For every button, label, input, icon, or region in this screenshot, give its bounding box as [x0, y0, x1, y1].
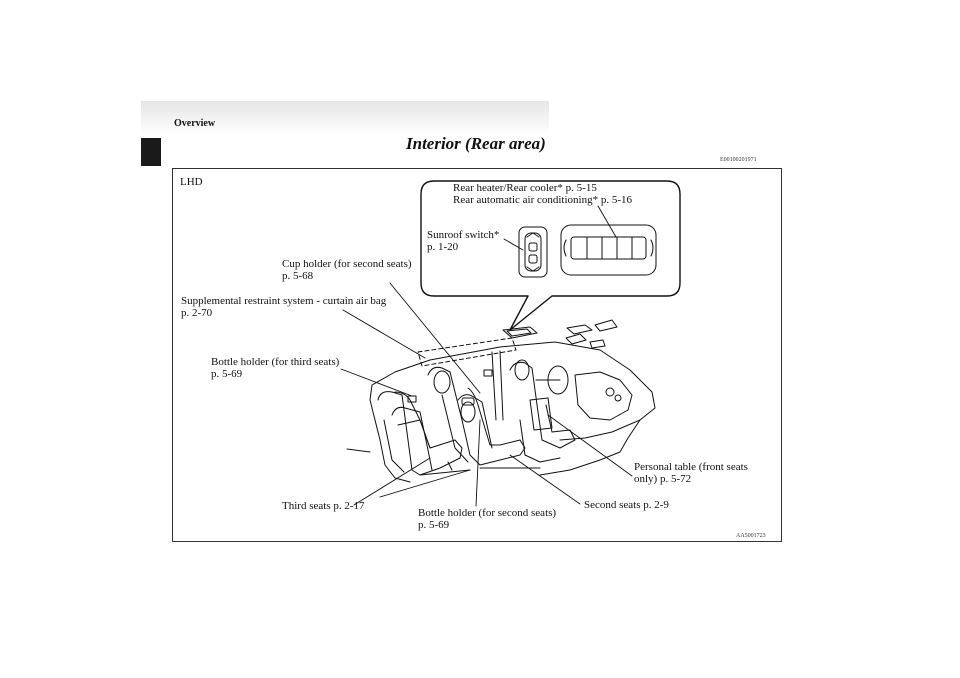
- bottle-holder-third-label: Bottle holder (for third seats) p. 5-69: [211, 356, 340, 380]
- vehicle-interior-sketch: [369, 319, 656, 483]
- header-band: [141, 101, 549, 135]
- srs-curtain-airbag-label: Supplemental restraint system - curtain …: [181, 295, 387, 319]
- reference-code: E00100201971: [720, 157, 757, 163]
- third-seats-label: Third seats p. 2-17: [282, 500, 365, 512]
- second-seats-shape: [427, 366, 526, 466]
- bottle-holder-second-label: Bottle holder (for second seats) p. 5-69: [418, 507, 557, 531]
- leader-lines: [340, 205, 633, 507]
- third-seats-shape: [377, 391, 463, 476]
- callout-bubble: [420, 180, 681, 331]
- figure-frame: [172, 168, 782, 542]
- page-title: Interior (Rear area): [406, 134, 546, 153]
- rear-heater-label: Rear heater/Rear cooler* p. 5-15 Rear au…: [453, 182, 633, 206]
- side-tab-marker: [141, 138, 161, 166]
- rear-control-panel-icon: [560, 224, 657, 276]
- second-seats-label: Second seats p. 2-9: [584, 499, 669, 511]
- figure-code: AA5001723: [736, 533, 766, 539]
- section-label: Overview: [174, 118, 216, 129]
- sunroof-switch-label: Sunroof switch* p. 1-20: [427, 229, 500, 253]
- personal-table-label: Personal table (front seats only) p. 5-7…: [634, 461, 748, 485]
- curtain-airbag-dash: [417, 337, 517, 367]
- cup-holder-label: Cup holder (for second seats) p. 5-68: [282, 258, 412, 282]
- sunroof-switch-icon: [518, 226, 548, 278]
- region-label: LHD: [180, 176, 203, 188]
